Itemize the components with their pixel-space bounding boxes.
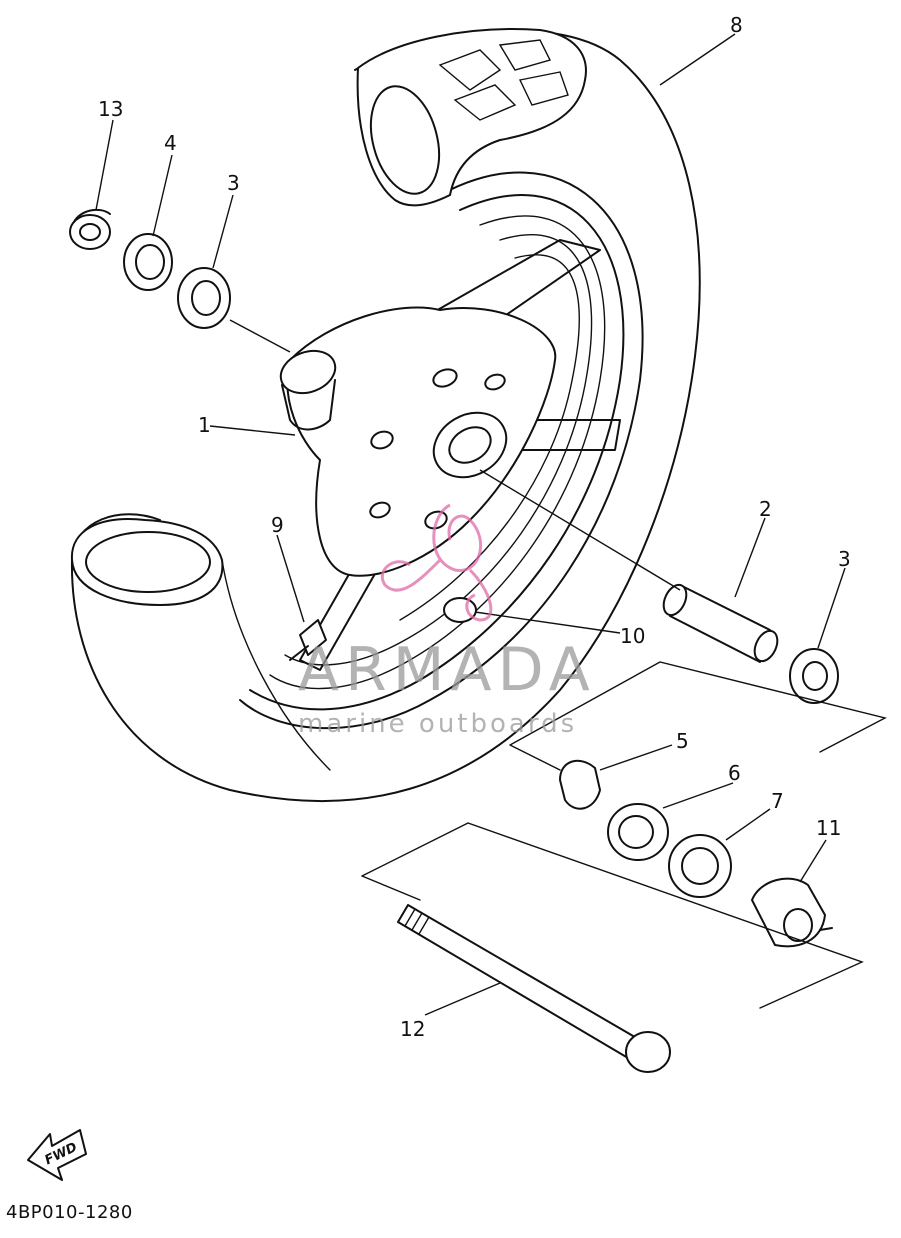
part-label: 4 — [164, 131, 177, 155]
leader-lines — [95, 33, 846, 1016]
part-label: 8 — [730, 13, 743, 37]
tire — [70, 28, 701, 803]
oil-seal-part-4 — [123, 233, 173, 291]
collar-part-13 — [69, 208, 111, 250]
armada-logo-icon — [381, 503, 493, 622]
watermark-tagline: marine outboards — [298, 709, 577, 739]
part-label: 5 — [676, 729, 689, 753]
part-label: 2 — [759, 497, 772, 521]
bearing-part-3-top — [177, 267, 231, 329]
bearing-part-3-right — [789, 648, 839, 704]
balance-weight-part-10 — [443, 597, 477, 623]
drawing-code: 4BP010-1280 — [6, 1202, 133, 1223]
watermark-brand: ARMADA — [298, 635, 596, 705]
group-box-upper — [509, 661, 887, 771]
armada-watermark: ARMADA marine outboards — [298, 503, 596, 739]
part-label: 1 — [198, 413, 211, 437]
part-label: 3 — [838, 547, 851, 571]
retainer-part-5 — [559, 759, 601, 810]
part-label: 6 — [728, 761, 741, 785]
axle-part-12 — [397, 904, 671, 1073]
part-label: 13 — [98, 97, 123, 121]
gear-unit-part-11 — [751, 877, 833, 948]
fwd-arrow-icon: FWD — [27, 1129, 87, 1181]
part-label: 7 — [771, 789, 784, 813]
spacer-part-2 — [662, 583, 779, 663]
part-label: 3 — [227, 171, 240, 195]
part-labels: 8 13 4 3 1 2 3 9 10 5 6 7 11 12 — [98, 13, 851, 1041]
part-label: 9 — [271, 513, 284, 537]
wheel-hub — [279, 239, 621, 671]
part-label: 11 — [816, 816, 841, 840]
part-label: 10 — [620, 624, 645, 648]
seal-part-6 — [607, 803, 669, 861]
part-label: 12 — [400, 1017, 425, 1041]
valve-part-9 — [289, 619, 327, 661]
group-box-lower — [361, 822, 864, 1009]
collar-part-7 — [668, 834, 732, 898]
